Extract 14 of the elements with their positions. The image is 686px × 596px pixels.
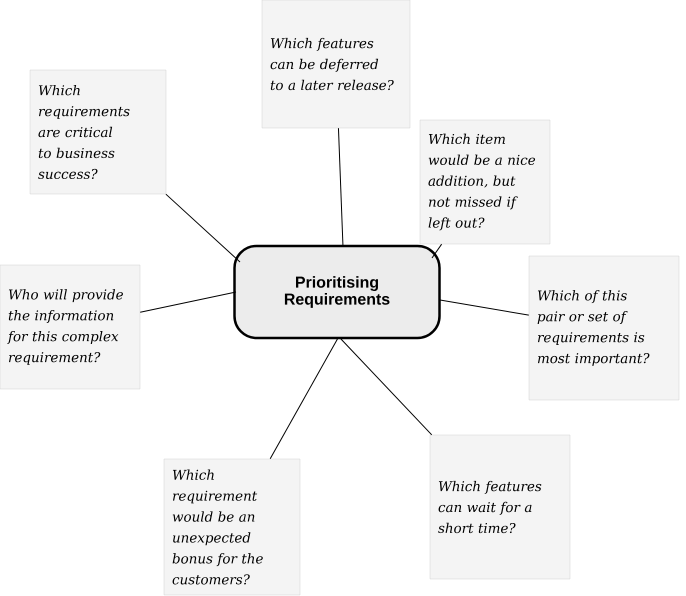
question-note: Which requirements are critical to business success? — [30, 70, 166, 194]
question-note: Which of this pair or set of requirements is most important? — [528, 256, 680, 400]
connector-line — [440, 300, 530, 316]
question-note: Who will provide the information for this complex requirement? — [0, 264, 140, 390]
connector-line — [340, 338, 432, 436]
question-note: Which features can wait for a short time? — [430, 434, 570, 580]
connector-line — [270, 338, 338, 460]
question-note: Which features can be deferred to a later release? — [262, 0, 410, 128]
question-note: Which item would be a nice addition, but not missed if left out? — [420, 120, 550, 244]
connector-line — [338, 128, 344, 248]
connector-line — [432, 244, 442, 258]
connector-line — [165, 194, 240, 262]
connector-line — [140, 292, 236, 313]
question-note: Which requirement would be an unexpected bonus for the customers? — [164, 458, 300, 596]
